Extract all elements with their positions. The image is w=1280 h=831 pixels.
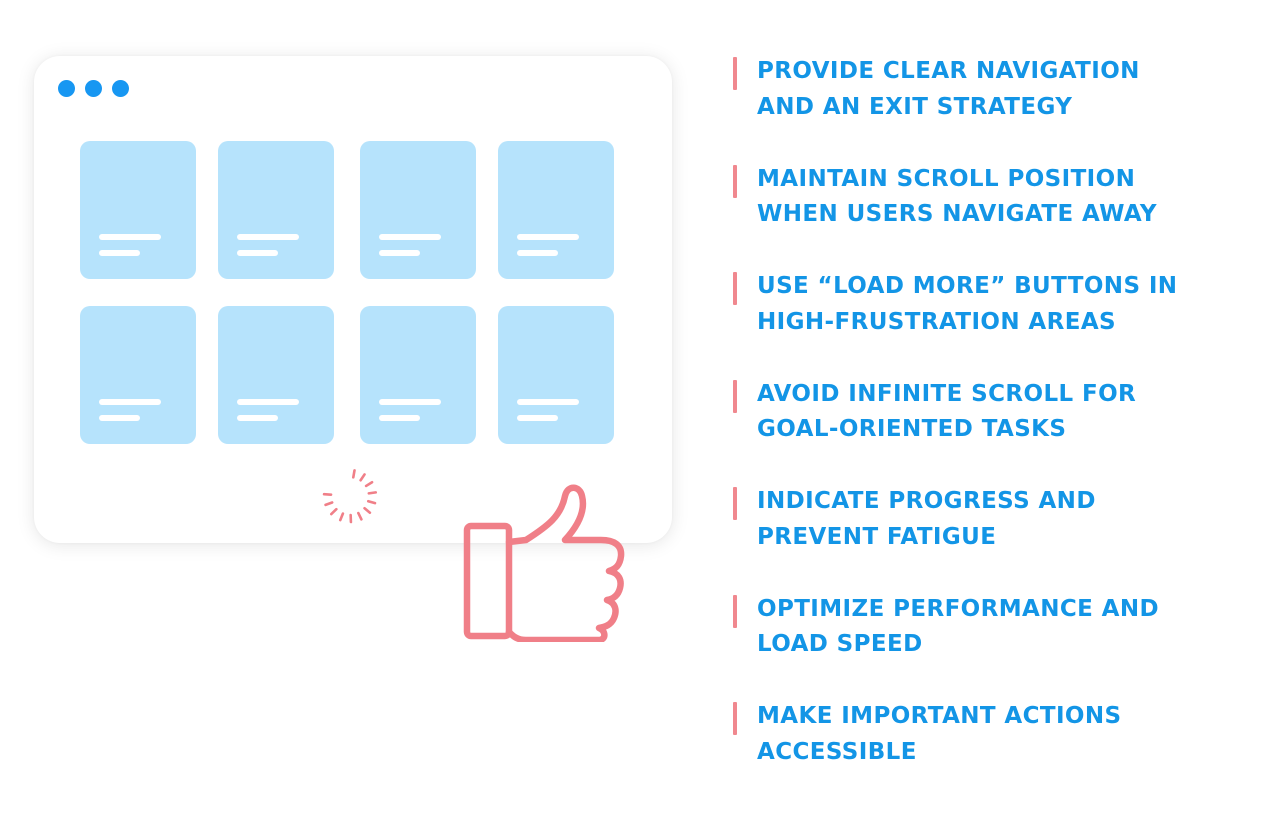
spinner-tick (338, 512, 345, 522)
spinner-tick (367, 491, 378, 495)
tip-accent-bar (733, 594, 737, 628)
loading-spinner-icon (322, 469, 378, 524)
tip-accent-bar (733, 164, 737, 198)
tip-accent-bar (733, 272, 737, 305)
content-card (218, 306, 334, 444)
content-card (218, 141, 334, 279)
spinner-tick (351, 469, 356, 479)
content-card (80, 141, 196, 279)
content-card (80, 306, 196, 444)
spinner-tick (359, 473, 366, 482)
tip-accent-bar (733, 487, 737, 520)
content-card (360, 306, 476, 444)
content-card (360, 141, 476, 279)
tip-accent-bar (733, 702, 737, 735)
spinner-tick (324, 501, 334, 507)
window-controls (58, 80, 129, 97)
content-card (498, 141, 614, 279)
spinner-tick (364, 480, 374, 488)
window-dot-icon (58, 80, 75, 97)
content-card (498, 306, 614, 444)
spinner-tick (357, 511, 363, 521)
window-dot-icon (112, 80, 129, 97)
window-dot-icon (85, 80, 102, 97)
tip-accent-bar (733, 57, 737, 90)
tip-accent-bar (733, 379, 737, 413)
thumbs-up-icon (463, 484, 625, 642)
spinner-tick (366, 499, 377, 505)
spinner-tick (329, 507, 338, 516)
spinner-tick (363, 506, 372, 515)
browser-window-illustration (34, 56, 672, 543)
